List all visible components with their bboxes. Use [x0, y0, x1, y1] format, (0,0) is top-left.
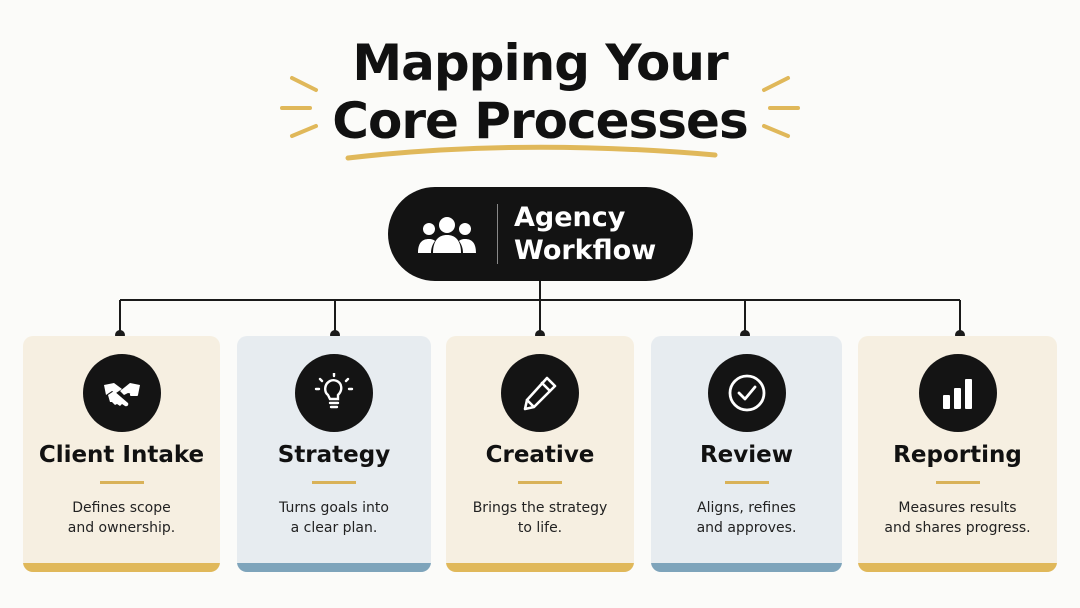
step-rule [518, 481, 562, 484]
spark-left-top [290, 76, 318, 92]
title-line-1: Mapping Your [352, 34, 728, 92]
step-accent-bar [858, 563, 1057, 572]
hub-label: Agency Workflow [514, 201, 684, 267]
page-title: Mapping Your Core Processes [0, 34, 1080, 150]
check-circle-icon [728, 374, 765, 412]
step-title: Reporting [893, 442, 1022, 468]
step-description: Measures results and shares progress. [858, 498, 1057, 538]
step-description: Brings the strategy to life. [446, 498, 634, 538]
spark-left-bottom [290, 124, 318, 138]
step-desc-line-1: Aligns, refines [697, 500, 796, 516]
step-card-review: Review Aligns, refines and approves. [651, 336, 842, 572]
step-icon-badge [82, 354, 161, 432]
spark-right-bottom [762, 124, 790, 138]
step-card-creative: Creative Brings the strategy to life. [446, 336, 634, 572]
step-card-strategy: Strategy Turns goals into a clear plan. [237, 336, 431, 572]
step-icon-badge [295, 354, 373, 432]
step-accent-bar [651, 563, 842, 572]
people-group-icon [418, 217, 476, 253]
step-desc-line-1: Turns goals into [279, 500, 389, 516]
step-card-reporting: Reporting Measures results and shares pr… [858, 336, 1057, 572]
step-description: Turns goals into a clear plan. [237, 498, 431, 538]
step-description: Defines scope and ownership. [23, 498, 220, 538]
step-desc-line-1: Brings the strategy [472, 500, 608, 516]
step-icon-badge [707, 354, 786, 432]
agency-workflow-hub: Agency Workflow [388, 187, 693, 281]
step-rule [935, 481, 980, 484]
step-desc-line-2: and ownership. [67, 520, 176, 536]
step-accent-bar [23, 563, 220, 572]
step-desc-line-2: a clear plan. [290, 520, 378, 536]
step-card-client-intake: Client Intake Defines scope and ownershi… [23, 336, 220, 572]
step-icon-badge [918, 354, 997, 432]
hub-label-line-1: Agency [514, 202, 626, 233]
bar-chart-icon [942, 379, 972, 409]
step-icon-badge [501, 354, 579, 432]
hub-divider [497, 204, 498, 264]
title-line-2: Core Processes [332, 92, 748, 150]
step-rule [724, 481, 769, 484]
handshake-icon [103, 383, 140, 407]
step-title: Strategy [277, 442, 391, 468]
step-desc-line-2: and shares progress. [884, 520, 1031, 536]
step-desc-line-2: to life. [517, 520, 563, 536]
step-desc-line-1: Measures results [898, 500, 1017, 516]
lightbulb-icon [314, 373, 354, 409]
step-description: Aligns, refines and approves. [651, 498, 842, 538]
step-accent-bar [446, 563, 634, 572]
spark-right-top [762, 76, 790, 92]
step-title: Creative [485, 442, 595, 468]
pencil-icon [523, 376, 557, 411]
step-title: Client Intake [38, 442, 205, 468]
step-desc-line-2: and approves. [696, 520, 797, 536]
step-title: Review [699, 442, 794, 468]
step-rule [312, 481, 356, 484]
step-desc-line-1: Defines scope [72, 500, 171, 516]
step-accent-bar [237, 563, 431, 572]
step-rule [99, 481, 144, 484]
hub-label-line-2: Workflow [514, 235, 657, 266]
title-underline [345, 144, 718, 161]
